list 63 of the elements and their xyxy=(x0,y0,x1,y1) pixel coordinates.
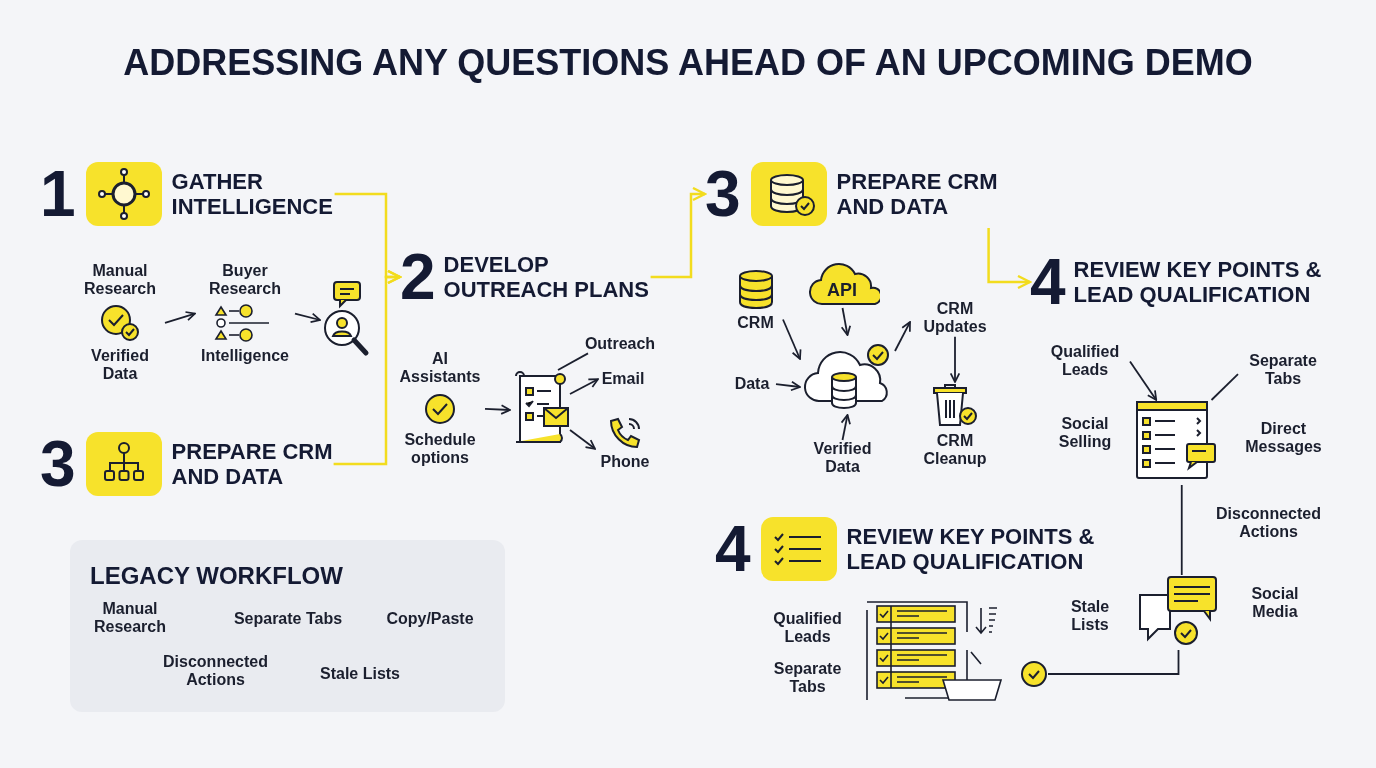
item-label: CRM Cleanup xyxy=(922,432,988,469)
arrow xyxy=(782,318,802,360)
arrow xyxy=(650,186,707,279)
item-label: Manual Research xyxy=(82,262,157,299)
text-label: Disconnected Actions xyxy=(1215,505,1322,542)
arrow xyxy=(569,429,596,450)
arrow xyxy=(333,269,402,466)
text-label: Direct Messages xyxy=(1244,420,1323,457)
text-label: Qualified Leads xyxy=(772,610,843,647)
step-title: REVIEW KEY POINTS & LEAD QUALIFICATION xyxy=(846,523,1096,575)
panel-heading: LEGACY WORKFLOW xyxy=(90,562,343,590)
step-title: REVIEW KEY POINTS & LEAD QUALIFICATION xyxy=(1073,256,1323,308)
text-label: Manual Research xyxy=(92,600,167,637)
arrow xyxy=(775,380,801,392)
item-label: Verified Data xyxy=(800,440,885,477)
item-label: Separate Tabs xyxy=(1238,352,1328,389)
step-number: 1 xyxy=(40,162,76,226)
arrow xyxy=(294,312,321,323)
arrow xyxy=(840,307,852,336)
text-label: Stale Lists xyxy=(1069,598,1111,635)
arrow xyxy=(1129,360,1158,401)
connector-line xyxy=(1210,373,1239,401)
step-number: 4 xyxy=(715,517,751,581)
item-label: Outreach xyxy=(580,335,660,354)
text-label: Stale Lists xyxy=(319,665,401,684)
item-label: Phone xyxy=(600,453,650,472)
connector-line xyxy=(1047,649,1180,675)
step-title: PREPARE CRM AND DATA xyxy=(836,168,999,220)
step-number: 3 xyxy=(40,432,76,496)
step-title: GATHER INTELLIGENCE xyxy=(171,168,334,220)
arrow xyxy=(164,311,196,324)
text-label: Social Selling xyxy=(1057,415,1113,452)
step-number: 4 xyxy=(1030,250,1066,314)
text-label: Separate Tabs xyxy=(232,610,344,629)
arrow xyxy=(840,414,851,441)
arrow xyxy=(949,335,961,383)
page-title: ADDRESSING ANY QUESTIONS AHEAD OF AN UPCOMING DEMO xyxy=(122,42,1254,84)
item-label: Qualified Leads xyxy=(1040,343,1130,380)
connector-line xyxy=(1180,484,1183,576)
item-label: Intelligence xyxy=(201,346,289,366)
step-title: DEVELOP OUTREACH PLANS xyxy=(443,251,650,303)
item-label: CRM xyxy=(737,314,774,333)
connector-line xyxy=(557,352,589,371)
text-label: Disconnected Actions xyxy=(162,653,269,690)
item-label: CRM Updates xyxy=(910,300,1000,337)
check-icon xyxy=(1020,660,1048,688)
item-label: Buyer Research xyxy=(207,262,282,299)
arrow xyxy=(894,321,911,352)
text-label: Copy/Paste xyxy=(385,610,475,629)
step-number: 3 xyxy=(705,162,741,226)
arrow xyxy=(484,404,511,415)
text-label: Separate Tabs xyxy=(772,660,843,697)
arrow xyxy=(987,228,1032,290)
item-label: Verified Data xyxy=(90,346,150,384)
step-title: PREPARE CRM AND DATA xyxy=(171,438,334,490)
step-number: 2 xyxy=(400,245,436,309)
cloud-label: API xyxy=(827,280,857,301)
text-label: Social Media xyxy=(1250,585,1300,622)
item-label: Schedule options xyxy=(403,430,477,468)
item-label: Email xyxy=(598,370,648,389)
arrow xyxy=(569,378,599,395)
item-label: AI Assistants xyxy=(398,350,482,387)
item-label: Data xyxy=(728,375,776,394)
